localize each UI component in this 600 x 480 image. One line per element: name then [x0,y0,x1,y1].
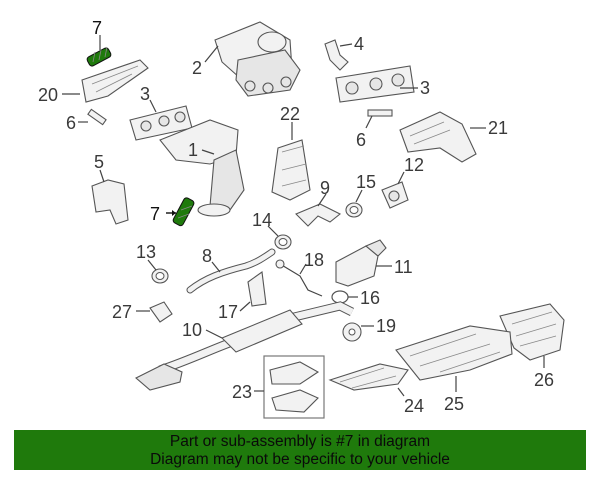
part-18-sensor [275,259,323,297]
callout-7-lower: 7 [150,204,160,224]
part-3-gasket-right [335,65,418,103]
callout-21: 21 [488,118,508,138]
part-2-manifold-converter [204,21,301,97]
callout-22: 22 [280,104,300,124]
callout-19: 19 [376,316,396,336]
callout-4: 4 [354,34,364,54]
callout-13: 13 [136,242,156,262]
part-1-manifold-converter [159,119,245,217]
callout-23: 23 [232,382,252,402]
part-4-bracket [324,39,353,71]
callout-25: 25 [444,394,464,414]
callout-5: 5 [94,152,104,172]
callout-8: 8 [202,246,212,266]
callout-2: 2 [192,58,202,78]
callout-16: 16 [360,288,380,308]
callout-15: 15 [356,172,376,192]
part-12-sensor [381,171,409,209]
callout-17: 17 [218,302,238,322]
callout-20: 20 [38,85,58,105]
part-5-bracket [91,169,129,225]
part-16-ring [331,290,358,304]
callout-1: 1 [188,140,198,160]
callout-11: 11 [394,257,413,277]
part-26-heat-shield [499,303,565,368]
callout-18: 18 [304,250,324,270]
part-14-gasket [267,225,292,250]
callout-7-top: 7 [92,18,102,38]
part-19-grommet [342,322,374,342]
part-22-converter [271,122,311,201]
callout-3-left: 3 [140,84,150,104]
part-21-insulator [399,111,486,163]
part-23-group [254,355,325,419]
part-10-center-pipe [135,301,355,391]
part-6-stud-left [78,108,107,126]
callout-3-right: 3 [420,78,430,98]
callout-6-left: 6 [66,113,76,133]
callout-12: 12 [404,155,424,175]
part-7-top [86,35,112,67]
callout-14: 14 [252,210,272,230]
part-6-stud-right [365,109,393,129]
callout-10: 10 [182,320,202,340]
banner-line-2: Diagram may not be specific to your vehi… [150,451,450,468]
part-24-heat-shield [328,363,409,397]
exhaust-parts-diagram: 7 2 4 20 3 3 6 22 21 6 1 5 12 15 9 7 14 … [38,18,565,419]
banner-line-1: Part or sub-assembly is #7 in diagram [169,433,431,450]
callout-9: 9 [320,178,330,198]
part-25-heat-shield [395,325,513,392]
part-20-heat-shield [62,59,149,103]
callout-27: 27 [112,302,132,322]
part-7-lower [166,197,195,227]
part-8-front-pipe [186,248,276,294]
part-17-gasket [239,271,267,312]
callout-26: 26 [534,370,554,390]
part-3-gasket-left [129,99,193,141]
callout-24: 24 [404,396,424,416]
part-11-muffler [335,239,392,287]
info-banner: Part or sub-assembly is #7 in diagram Di… [14,430,586,470]
callout-6-right: 6 [356,130,366,150]
part-9-pipe [295,193,342,227]
part-13-gasket [147,259,169,284]
part-15-gasket [345,189,363,218]
part-27-hanger [136,301,173,323]
